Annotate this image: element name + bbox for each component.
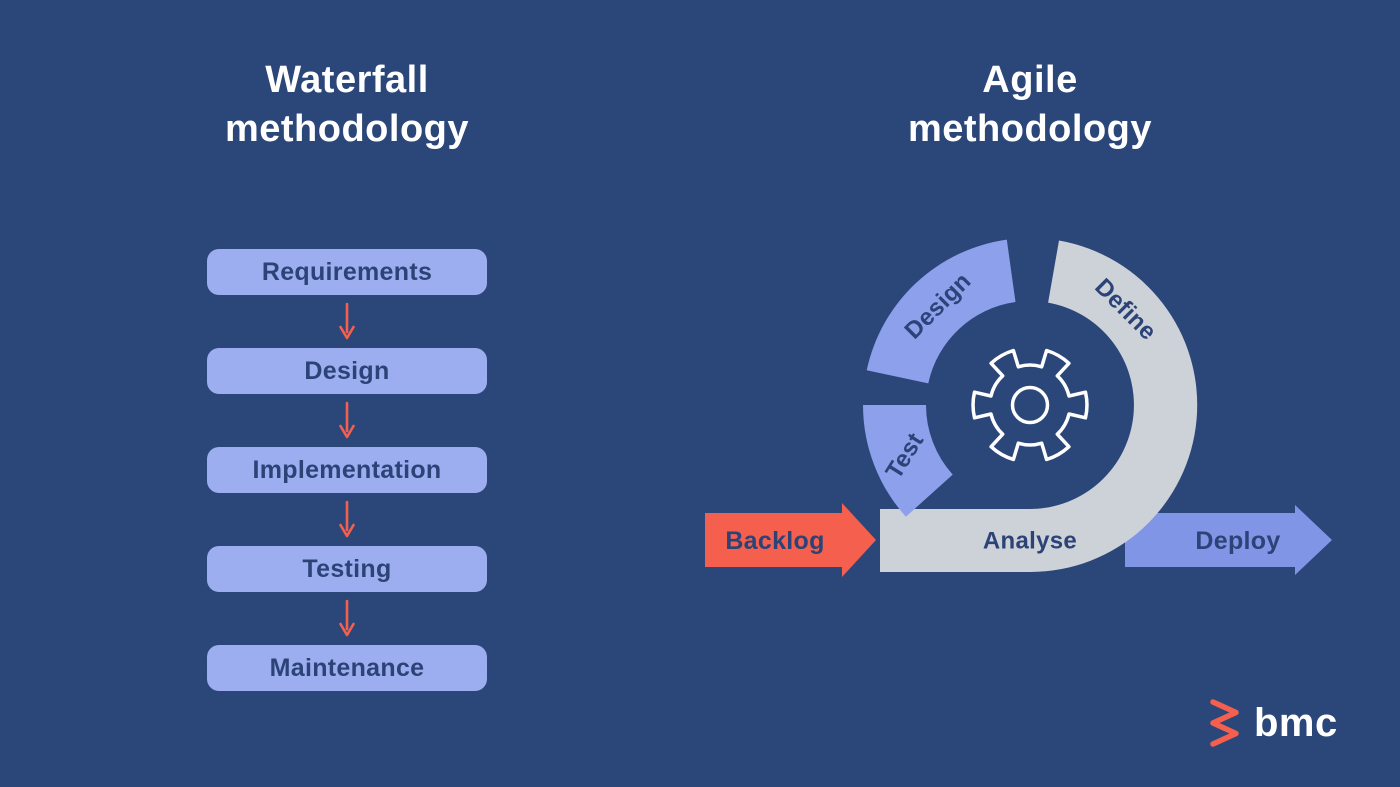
- step-testing: Testing: [207, 546, 487, 592]
- flow-arrow-icon: [338, 493, 356, 546]
- gear-icon: [971, 348, 1089, 462]
- deploy-arrow: [1125, 505, 1332, 575]
- label-backlog: Backlog: [725, 527, 824, 555]
- waterfall-title: Waterfall methodology: [107, 56, 587, 153]
- step-requirements: Requirements: [207, 249, 487, 295]
- waterfall-title-line2: methodology: [224, 107, 470, 150]
- segment-define-analyse: [880, 240, 1198, 573]
- segment-design: [866, 239, 1016, 384]
- bmc-logo-icon: [1210, 699, 1239, 747]
- waterfall-title-line1: Waterfall: [265, 59, 429, 101]
- flow-arrow-icon: [338, 592, 356, 645]
- agile-title: Agile methodology: [830, 56, 1230, 153]
- step-design: Design: [207, 348, 487, 394]
- step-maintenance: Maintenance: [207, 645, 487, 691]
- bmc-logo-text: bmc: [1254, 701, 1338, 745]
- step-implementation: Implementation: [207, 447, 487, 493]
- agile-title-line1: Agile: [982, 59, 1078, 101]
- agile-title-line2: methodology: [907, 107, 1153, 150]
- bmc-logo: bmc: [1208, 698, 1338, 748]
- agile-cycle-diagram: Design Define Test Analyse Backlog Deplo…: [705, 239, 1332, 577]
- label-deploy: Deploy: [1195, 527, 1280, 555]
- segment-test: [863, 405, 953, 517]
- label-analyse: Analyse: [983, 528, 1077, 555]
- backlog-arrow: [705, 503, 876, 577]
- waterfall-flow: Requirements Design Implementation Testi…: [207, 249, 487, 691]
- flow-arrow-icon: [338, 394, 356, 447]
- flow-arrow-icon: [338, 295, 356, 348]
